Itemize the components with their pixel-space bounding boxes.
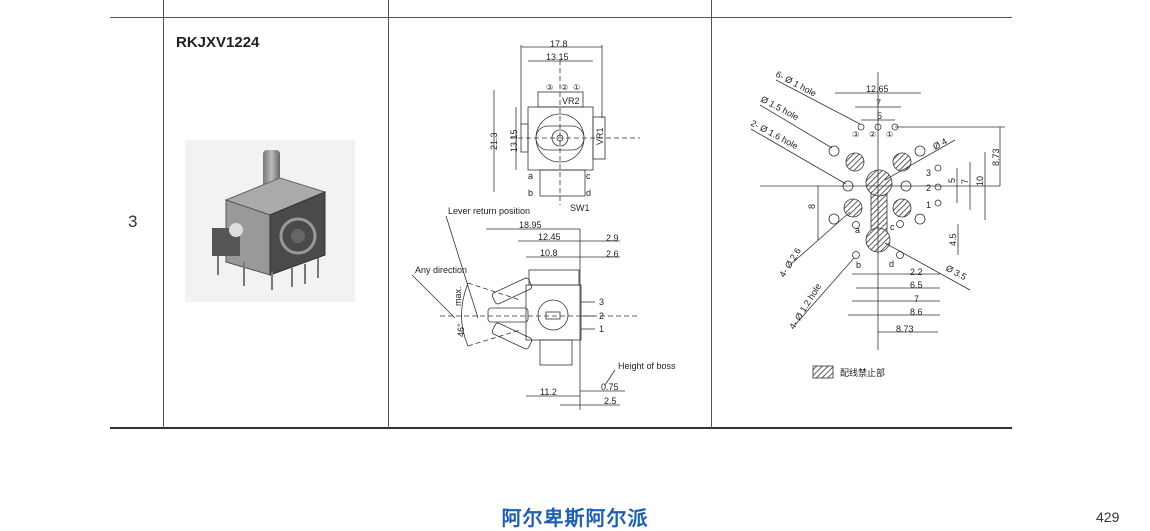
callout-label: 4- Ø 2.6: [777, 246, 803, 279]
terminal-b: b: [856, 260, 861, 270]
dim-label: 10.8: [540, 248, 558, 258]
dim-label: 21.3: [489, 132, 499, 150]
lever-return-label: Lever return position: [448, 206, 530, 216]
dim-label: 12.45: [538, 232, 561, 242]
dim-label: 5: [947, 178, 957, 183]
dim-label: 8.6: [910, 307, 923, 317]
terminal-b: b: [528, 188, 533, 198]
brand-footer: 阿尔卑斯阿尔派: [501, 508, 649, 530]
column-divider: [711, 0, 712, 428]
dim-label: 8.73: [896, 324, 914, 334]
pin-mark: ②: [561, 83, 568, 92]
angle-label: 46°: [456, 323, 466, 337]
pin-label: 1: [926, 200, 931, 210]
terminal-d: d: [586, 188, 591, 198]
terminal-c: c: [890, 222, 895, 232]
any-direction-label: Any direction: [415, 265, 467, 275]
callout-label: Ø 4: [931, 136, 949, 152]
pcb-layout-drawing: [750, 72, 1005, 379]
dim-label: 5: [877, 111, 882, 121]
dim-label: 12.65: [866, 84, 889, 94]
dim-label: 2.9: [606, 233, 619, 243]
dim-label: 7: [876, 98, 881, 108]
side-view-labels: Lever return position Any direction max.…: [415, 206, 676, 406]
callout-label: Ø 3.5: [944, 263, 968, 282]
dim-label: 6.5: [910, 280, 923, 290]
row-number: 3: [128, 212, 138, 231]
pin-label: 2: [599, 311, 604, 321]
callout-label: 2- Ø 1.6 hole: [749, 118, 800, 151]
product-photo: [185, 140, 355, 302]
dim-label: 10: [975, 176, 985, 186]
vr2-label: VR2: [562, 96, 580, 106]
sw1-label: SW1: [570, 203, 590, 213]
table-top-rule: [110, 17, 1012, 18]
terminal-d: d: [889, 259, 894, 269]
dim-label: 8.73: [991, 148, 1001, 166]
pin-mark: ①: [573, 83, 580, 92]
height-of-boss-label: Height of boss: [618, 361, 676, 371]
pin-mark: ①: [886, 130, 893, 139]
dim-label: 7: [914, 294, 919, 304]
page-number: 429: [1096, 509, 1120, 525]
dim-label: 4.5: [948, 233, 958, 246]
terminal-a: a: [528, 171, 533, 181]
callout-label: 4- Ø 1.2 hole: [787, 282, 823, 331]
top-view-drawing: [493, 45, 640, 205]
vr1-label: VR1: [595, 127, 605, 145]
dim-label: 13.15: [546, 52, 569, 62]
dim-label: 13.15: [509, 129, 519, 152]
model-name: RKJXV1224: [176, 34, 260, 51]
column-divider: [163, 0, 164, 428]
pin-label: 2: [926, 183, 931, 193]
max-label: max.: [453, 286, 463, 306]
side-view-drawing: [411, 215, 640, 410]
dim-label: 8: [807, 204, 817, 209]
dim-label: 11.2: [540, 387, 557, 397]
pin-mark: ②: [869, 130, 876, 139]
dim-label: 18.95: [519, 220, 542, 230]
pin-mark: ③: [546, 83, 553, 92]
pin-label: 1: [599, 324, 604, 334]
pin-mark: ③: [852, 130, 859, 139]
table-bottom-rule: [110, 427, 1012, 429]
dim-label: 17.8: [550, 39, 568, 49]
dim-label: 2.5: [604, 396, 617, 406]
column-divider: [388, 0, 389, 428]
terminal-c: c: [586, 171, 591, 181]
pin-label: 3: [926, 168, 931, 178]
terminal-a: a: [855, 225, 860, 235]
dim-label: 0.75: [601, 382, 619, 392]
pin-label: 3: [599, 297, 604, 307]
callout-label: 6- Ø 1 hole: [774, 69, 818, 99]
dim-label: 7: [960, 179, 970, 184]
legend-label: 配线禁止部: [840, 367, 885, 378]
dim-label: 2.6: [606, 249, 619, 259]
top-view-labels: 17.8 13.15 21.3 13.15 ③ ② ① VR2 VR1 a c …: [489, 39, 605, 213]
dim-label: 2.2: [910, 267, 923, 277]
